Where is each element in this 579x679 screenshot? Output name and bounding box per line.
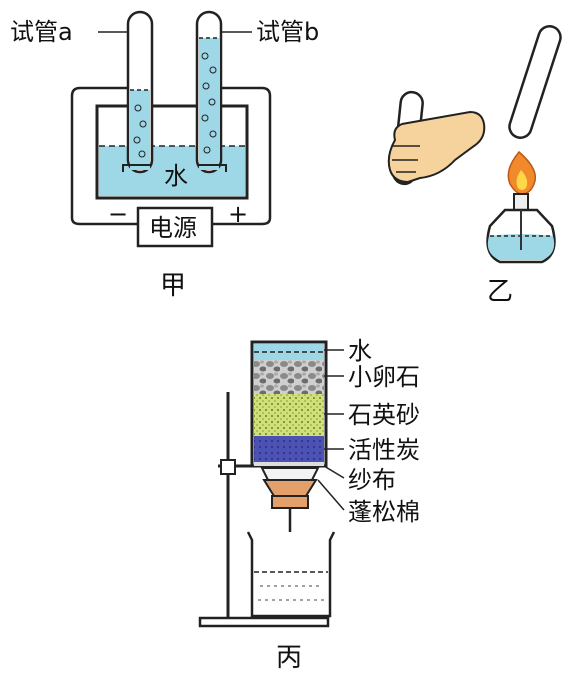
label-water: 水	[348, 337, 372, 365]
hydrogen-test-apparatus	[387, 25, 562, 264]
hand	[387, 110, 486, 184]
stand-base	[198, 616, 330, 628]
caption-jia: 甲	[160, 271, 186, 301]
label-cotton: 蓬松棉	[348, 498, 420, 526]
label-quartz-sand: 石英砂	[348, 401, 420, 429]
layer-pebbles	[254, 360, 324, 394]
power-supply	[136, 206, 214, 248]
label-pebbles: 小卵石	[348, 363, 420, 391]
layer-gauze	[254, 462, 324, 466]
water-label: 水	[164, 162, 188, 190]
plus-sign: +	[228, 200, 248, 228]
electrolysis-apparatus	[70, 10, 272, 248]
caption-bing: 丙	[276, 643, 302, 673]
tube-a-label: 试管a	[10, 18, 73, 46]
tube-b-label: 试管b	[256, 18, 319, 46]
water-trough	[95, 104, 249, 200]
inverted-test-tube	[508, 25, 562, 139]
caption-yi: 乙	[487, 277, 513, 307]
filtration-apparatus	[198, 340, 345, 628]
minus-sign: −	[108, 200, 128, 228]
layer-cotton	[260, 467, 320, 481]
layer-quartz-sand	[254, 394, 324, 436]
power-label: 电源	[149, 214, 197, 242]
column-outlet	[262, 479, 318, 497]
label-activated-carbon: 活性炭	[348, 436, 420, 464]
label-gauze: 纱布	[348, 466, 396, 494]
layer-activated-carbon	[254, 436, 324, 462]
